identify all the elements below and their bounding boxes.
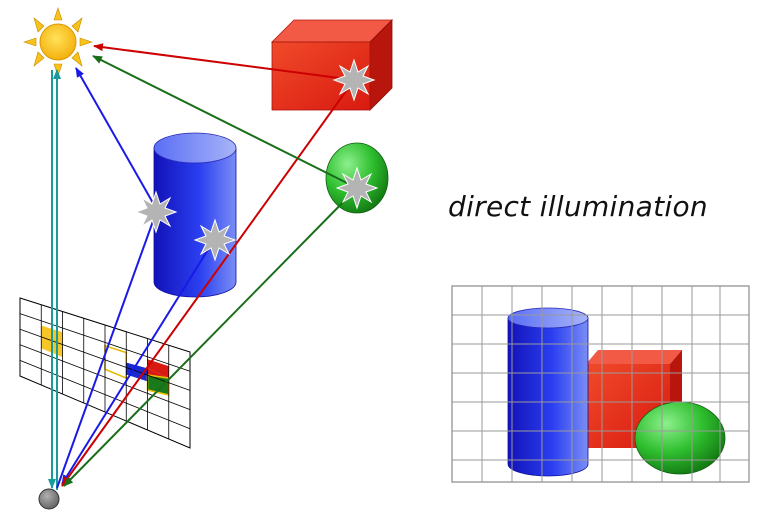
ray-blue-camera-to-cylinder [56, 209, 158, 489]
rendered-green-sphere [634, 401, 726, 475]
ray-blue-cylinder-hit [61, 239, 215, 485]
rendered-image [451, 285, 750, 483]
pixel-blue [126, 362, 148, 382]
starburst-icon [335, 166, 379, 210]
image-plane-grid [19, 297, 191, 449]
sun-icon [23, 7, 93, 77]
rendered-pixel-grid [452, 286, 749, 482]
eye-point-icon [38, 488, 60, 510]
starburst-icon [193, 218, 237, 262]
ray-green-sphere-to-sun [92, 55, 358, 189]
rendered-blue-cylinder [507, 307, 589, 477]
starburst-icon [332, 58, 376, 102]
pixel-red [147, 359, 169, 378]
ray-blue-cylinder-to-sun [75, 67, 158, 211]
ray-red-camera-to-box [61, 79, 355, 487]
light-rays [48, 43, 358, 490]
ray-red-box-to-sun [93, 43, 355, 81]
starburst-icon [134, 190, 178, 234]
ray-green-camera-to-sphere [63, 187, 358, 487]
red-box [271, 19, 393, 111]
caption-direct-illumination: direct illumination [448, 190, 708, 223]
